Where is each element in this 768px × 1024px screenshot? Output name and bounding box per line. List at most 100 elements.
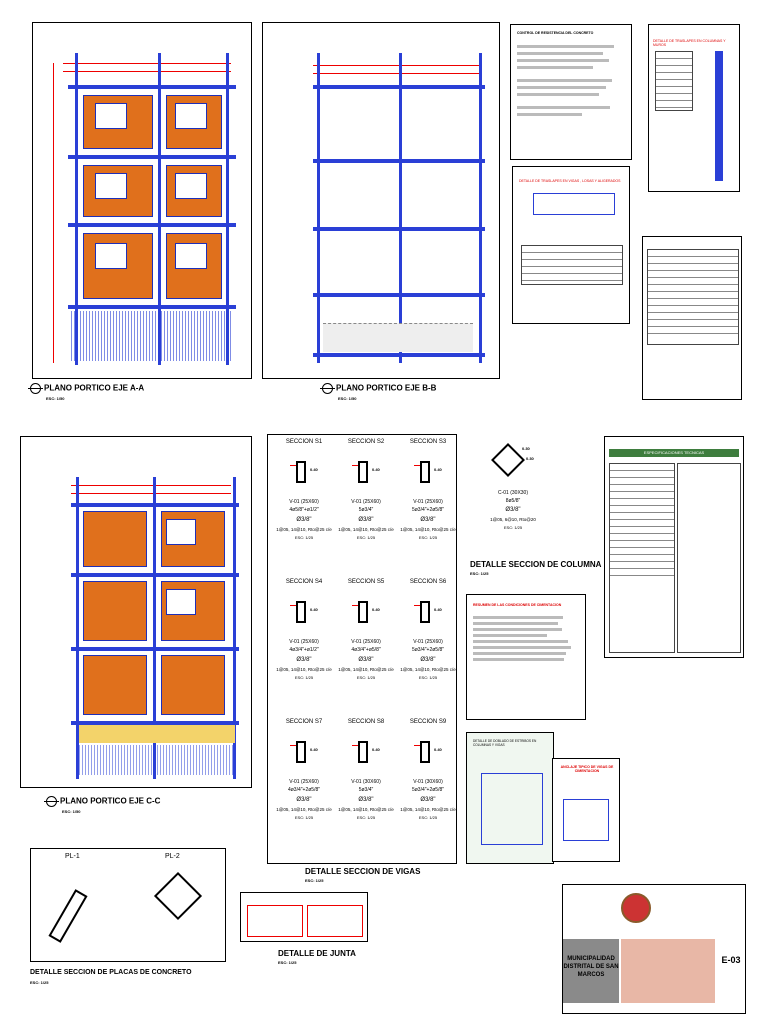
beam-section-d: Ø3/8" <box>420 517 436 523</box>
beam-section-dim: 0.40 <box>434 747 442 752</box>
beam-splice-drawing <box>533 193 615 215</box>
column-section-title: DETALLE SECCION DE COLUMNA <box>470 560 602 569</box>
title-block: MUNICIPALIDAD DISTRITAL DE SAN MARCOS E-… <box>562 884 746 1014</box>
pl2-label: PL-2 <box>165 853 180 860</box>
beam-section-label: SECCION S3 <box>409 439 447 445</box>
material-table-panel <box>642 236 742 400</box>
column-stir: 1@05, 6@10, Rto@20 <box>490 517 536 522</box>
concrete-control-notes <box>517 41 625 120</box>
beam-section-steel: 5ø3/4"+2ø5/8" <box>411 787 445 793</box>
beam-section-size: V-01 (25X60) <box>413 639 443 645</box>
beam-section-label: SECCION S8 <box>347 719 385 725</box>
beam-section-label: SECCION S2 <box>347 439 385 445</box>
beam-section-box <box>352 461 368 483</box>
plates-scale: ESC: 1/25 <box>30 980 49 985</box>
beam-section-note: ESC: 1/25 <box>356 675 376 680</box>
beam-section-d: Ø3/8" <box>296 797 312 803</box>
portico-bb-title: PLANO PORTICO EJE B-B <box>320 383 436 394</box>
anchor-panel: ANCLAJE TIPICO DE VIGAS DE CIMENTACION <box>552 758 620 862</box>
beam-section-size: V-01 (25X60) <box>413 499 443 505</box>
joint-title: DETALLE DE JUNTA <box>278 949 356 958</box>
beam-section-d: Ø3/8" <box>358 517 374 523</box>
beam-section-stir: 1@05, 14@10, Rto@25 c/e <box>338 527 394 532</box>
beam-section-stir: 1@05, 14@10, Rto@25 c/e <box>276 807 332 812</box>
beam-section-dim: 0.40 <box>434 607 442 612</box>
portico-cc-frame <box>20 436 252 788</box>
anchor-drawing <box>563 799 609 841</box>
pl2-drawing <box>153 871 203 921</box>
portico-cc-scale: ESC: 1/50 <box>62 809 81 814</box>
joint-drawing-2 <box>307 905 363 937</box>
beam-section-label: SECCION S5 <box>347 579 385 585</box>
column-splice-panel: DETALLE DE TRASLAPES EN COLUMNAS Y MUROS <box>648 24 740 192</box>
beam-section-label: SECCION S9 <box>409 719 447 725</box>
portico-bb-frame <box>262 22 500 379</box>
foundation-panel: RESUMEN DE LAS CONDICIONES DE CIMENTACIO… <box>466 594 586 720</box>
beam-section-d: Ø3/8" <box>420 657 436 663</box>
joint-panel <box>240 892 368 942</box>
beam-section-dim: 0.40 <box>310 747 318 752</box>
beam-section-box <box>290 601 306 623</box>
beam-section-steel: 4ø3/4"+ø1/2" <box>289 647 319 653</box>
column-section-scale: ESC: 1/25 <box>470 571 489 576</box>
plates-panel: PL-1 PL-2 <box>30 848 226 962</box>
beam-section-steel: 5ø3/4"+2ø5/8" <box>411 507 445 513</box>
beam-section-note: ESC: 1/25 <box>418 815 438 820</box>
beam-section-note: ESC: 1/25 <box>294 535 314 540</box>
beam-section-steel: 5ø3/4"+2ø5/8" <box>411 647 445 653</box>
sheet-number: E-03 <box>721 955 741 965</box>
beam-section-box <box>352 741 368 763</box>
beam-section-steel: 4ø3/4"+2ø5/8" <box>287 787 321 793</box>
beam-section-d: Ø3/8" <box>358 797 374 803</box>
beam-section-note: ESC: 1/25 <box>294 675 314 680</box>
beam-section-size: V-01 (25X60) <box>289 499 319 505</box>
beam-section-label: SECCION S4 <box>285 579 323 585</box>
stirrup-bending-panel: DETALLE DE DOBLADO DE ESTRIBOS EN COLUMN… <box>466 732 554 864</box>
pl1-label: PL-1 <box>65 853 80 860</box>
concrete-control-title: CONTROL DE RESISTENCIA DEL CONCRETO <box>517 31 594 35</box>
anchor-title: ANCLAJE TIPICO DE VIGAS DE CIMENTACION <box>560 765 614 774</box>
beam-section-dim: 0.40 <box>372 607 380 612</box>
concrete-control-panel: CONTROL DE RESISTENCIA DEL CONCRETO <box>510 24 632 160</box>
project-title-area <box>653 893 743 933</box>
beam-splice-table <box>521 245 623 285</box>
beam-section-note: ESC: 1/25 <box>418 675 438 680</box>
beam-section-label: SECCION S1 <box>285 439 323 445</box>
beam-section-size: V-01 (25X60) <box>351 639 381 645</box>
beam-section-note: ESC: 1/25 <box>356 815 376 820</box>
specs-table-right <box>677 463 741 653</box>
beam-section-size: V-01 (30X60) <box>413 779 443 785</box>
portico-aa-title: PLANO PORTICO EJE A-A <box>28 383 144 394</box>
beam-section-steel: 4ø3/4"+ø5/8" <box>351 647 381 653</box>
stirrup-drawing <box>481 773 543 845</box>
column-splice-table <box>655 51 693 111</box>
beam-section-size: V-01 (25X60) <box>289 779 319 785</box>
info-strip <box>621 939 715 1003</box>
beam-section-steel: 4ø5/8"+ø1/2" <box>289 507 319 513</box>
beam-section-stir: 1@05, 14@10, Rto@25 c/e <box>276 527 332 532</box>
portico-aa-frame <box>32 22 252 379</box>
beam-section-stir: 1@05, 14@10, Rto@25 c/e <box>400 667 456 672</box>
beam-sections-scale: ESC: 1/25 <box>305 878 324 883</box>
beam-section-stir: 1@05, 14@10, Rto@25 c/e <box>338 807 394 812</box>
stirrup-bending-title: DETALLE DE DOBLADO DE ESTRIBOS EN COLUMN… <box>473 739 537 748</box>
beam-section-note: ESC: 1/25 <box>294 815 314 820</box>
beam-section-size: V-01 (30X60) <box>351 779 381 785</box>
column-size: C-01 (30X30) <box>497 490 528 496</box>
beam-section-box <box>414 601 430 623</box>
joint-drawing-1 <box>247 905 303 937</box>
beam-section-label: SECCION S7 <box>285 719 323 725</box>
portico-bb-scale: ESC: 1/50 <box>338 396 357 401</box>
beam-section-dim: 0.40 <box>372 467 380 472</box>
foundation-notes <box>473 613 579 664</box>
beam-section-dim: 0.40 <box>372 747 380 752</box>
beam-section-dim: 0.40 <box>434 467 442 472</box>
beam-section-size: V-01 (25X60) <box>289 639 319 645</box>
foundation-title: RESUMEN DE LAS CONDICIONES DE CIMENTACIO… <box>473 603 562 607</box>
